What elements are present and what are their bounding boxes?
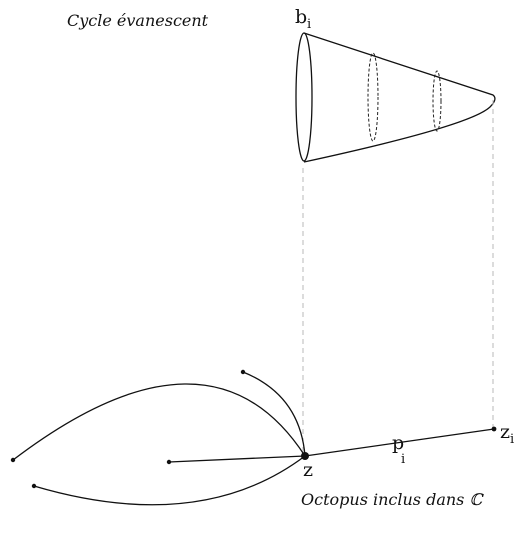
endpoint-upper <box>240 369 246 375</box>
octopus-arm-middle <box>168 455 306 463</box>
path-p-i <box>304 428 495 457</box>
octopus-arm-upper <box>242 371 306 457</box>
center-point-z <box>301 452 309 460</box>
octopus-arm-lower <box>33 455 306 506</box>
p-label: p <box>392 432 404 454</box>
cone-small-ring <box>432 70 442 132</box>
endpoint-zi <box>491 426 497 432</box>
endpoint-lower <box>31 483 37 489</box>
zi-label: z <box>500 421 510 443</box>
octopus-caption: Octopus inclus dans ℂ <box>301 490 484 509</box>
endpoint-middle <box>166 459 172 465</box>
p-subscript: i <box>401 452 405 467</box>
octopus-arm-left <box>12 383 306 461</box>
endpoint-left <box>10 457 16 463</box>
cone-outline <box>303 32 496 163</box>
b-label: b <box>295 6 307 28</box>
z-label: z <box>303 459 313 481</box>
vanishing-cycle-cone <box>295 32 496 163</box>
cone-base-ring <box>295 32 313 162</box>
cycle-caption: Cycle évanescent <box>67 11 209 30</box>
b-subscript: i <box>307 17 311 32</box>
zi-subscript: i <box>510 432 514 447</box>
cone-middle-ring <box>367 52 379 142</box>
octopus <box>10 369 497 506</box>
